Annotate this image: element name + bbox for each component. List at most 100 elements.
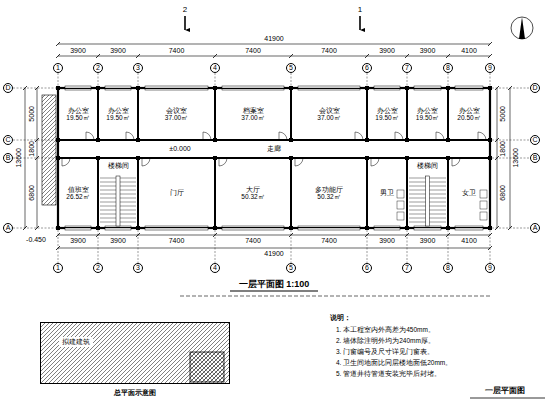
room-area: 50.32㎡	[241, 193, 264, 200]
drawing-line	[448, 230, 449, 263]
door-swing	[126, 132, 134, 140]
door-swing	[219, 158, 227, 166]
window-symbol	[145, 226, 208, 230]
axis-number: D	[532, 84, 537, 92]
dimension: 41900	[264, 250, 283, 258]
stair-box: 楼梯间	[98, 158, 138, 228]
axis-bubble: B	[3, 153, 13, 163]
drawing-line	[213, 54, 217, 58]
drawing-line	[446, 54, 450, 58]
axis-number: D	[5, 84, 10, 92]
stair-handrail	[426, 176, 430, 226]
window-symbol	[222, 226, 284, 230]
note: 1. 本工程室内外高差为450mm。	[336, 326, 435, 333]
room-area: 37.00㎡	[241, 114, 264, 121]
axis-number: 8	[446, 64, 450, 72]
axis-bubble: C	[3, 135, 13, 145]
drawing-line	[367, 230, 368, 263]
drawing-line	[136, 54, 140, 58]
axis-bubble: 4	[210, 63, 220, 73]
drawing-line	[230, 290, 318, 291]
stair-box: 楼梯间	[407, 158, 448, 228]
room-name: 楼梯间	[108, 162, 129, 169]
axis-bubble: 1	[53, 63, 63, 73]
section-mark	[185, 28, 190, 32]
window-symbol	[374, 226, 400, 230]
dimension: 3900	[379, 47, 395, 55]
axis-number: 4	[213, 64, 217, 72]
site-plan-box: 拟建建筑总平面示意图	[40, 322, 230, 384]
building-footprint	[190, 352, 224, 382]
axis-bubble: 9	[485, 63, 495, 73]
dimension: 6800	[28, 185, 36, 201]
room-area: 19.50㎡	[416, 114, 439, 121]
stair-handrail	[116, 176, 120, 226]
door-swing	[62, 158, 70, 166]
drawing-line	[138, 230, 139, 263]
axis-number: 5	[289, 64, 293, 72]
door-swing	[452, 158, 460, 166]
elevation: ±0.000	[169, 145, 190, 153]
toilet-fixture	[397, 190, 404, 198]
room-box: 档案室37.00㎡	[215, 88, 291, 140]
room-box: 办公室19.50㎡	[98, 88, 138, 140]
axis-number: 9	[488, 64, 492, 72]
note: 2. 墙体除注明外均为240mm厚。	[336, 337, 435, 344]
room-name: 办公室	[377, 107, 398, 114]
axis-bubble: A	[530, 223, 540, 233]
toilet-fixture	[480, 212, 487, 220]
drawing-line	[13, 140, 56, 141]
axis-bubble: 2	[93, 263, 103, 273]
window-symbol	[414, 226, 441, 230]
door-swing	[436, 132, 444, 140]
room-area: 19.50㎡	[106, 114, 129, 121]
dimension: 7400	[321, 237, 337, 245]
drawing-line	[407, 73, 408, 86]
axis-number: 7	[405, 64, 409, 72]
drawing-line	[488, 42, 492, 46]
axis-number: B	[533, 154, 538, 162]
door-swing	[371, 158, 379, 166]
window-symbol	[105, 226, 131, 230]
note: 4. 卫生间地面比同层楼地面低20mm。	[336, 359, 452, 366]
axis-number: 8	[446, 264, 450, 272]
room-area: 50.32㎡	[317, 193, 340, 200]
drawing-line	[56, 42, 60, 46]
toilet-fixture	[397, 201, 404, 209]
dimension: 4100	[461, 237, 477, 245]
room-area: 19.50㎡	[375, 114, 398, 121]
site-caption: 总平面示意图	[41, 389, 229, 397]
drawing-line	[365, 54, 369, 58]
door-swing	[142, 158, 150, 166]
axis-number: 6	[365, 64, 369, 72]
drawing-line	[492, 88, 530, 89]
dimension: 13600	[512, 148, 520, 167]
column	[488, 226, 492, 230]
axis-bubble: 8	[443, 63, 453, 73]
drawing-line	[291, 230, 292, 263]
axis-bubble: 4	[210, 263, 220, 273]
hatched-band	[42, 95, 56, 205]
axis-number: 7	[405, 264, 409, 272]
drawing-line	[56, 54, 60, 58]
toilet-fixture	[397, 212, 404, 220]
door-swing	[295, 158, 303, 166]
room-name: 办公室	[417, 107, 438, 114]
room-name: 男卫	[380, 189, 394, 196]
drawing-line	[490, 73, 491, 86]
room-area: 37.00㎡	[165, 114, 188, 121]
drawing-line	[58, 235, 490, 236]
room-name: 办公室	[68, 107, 89, 114]
axis-number: 1	[56, 264, 60, 272]
room-name: 多功能厅	[315, 186, 343, 193]
corridor-box: 走廊	[58, 140, 490, 158]
axis-bubble: 1	[53, 263, 63, 273]
drawing-line	[23, 86, 27, 90]
axis-bubble: 3	[133, 63, 143, 73]
room-name: 大厅	[246, 186, 260, 193]
elevation: -0.450	[26, 236, 46, 244]
drawing-line	[492, 228, 530, 229]
drawing-line	[289, 54, 293, 58]
note: 3. 门窗编号及尺寸详见门窗表。	[336, 348, 434, 355]
